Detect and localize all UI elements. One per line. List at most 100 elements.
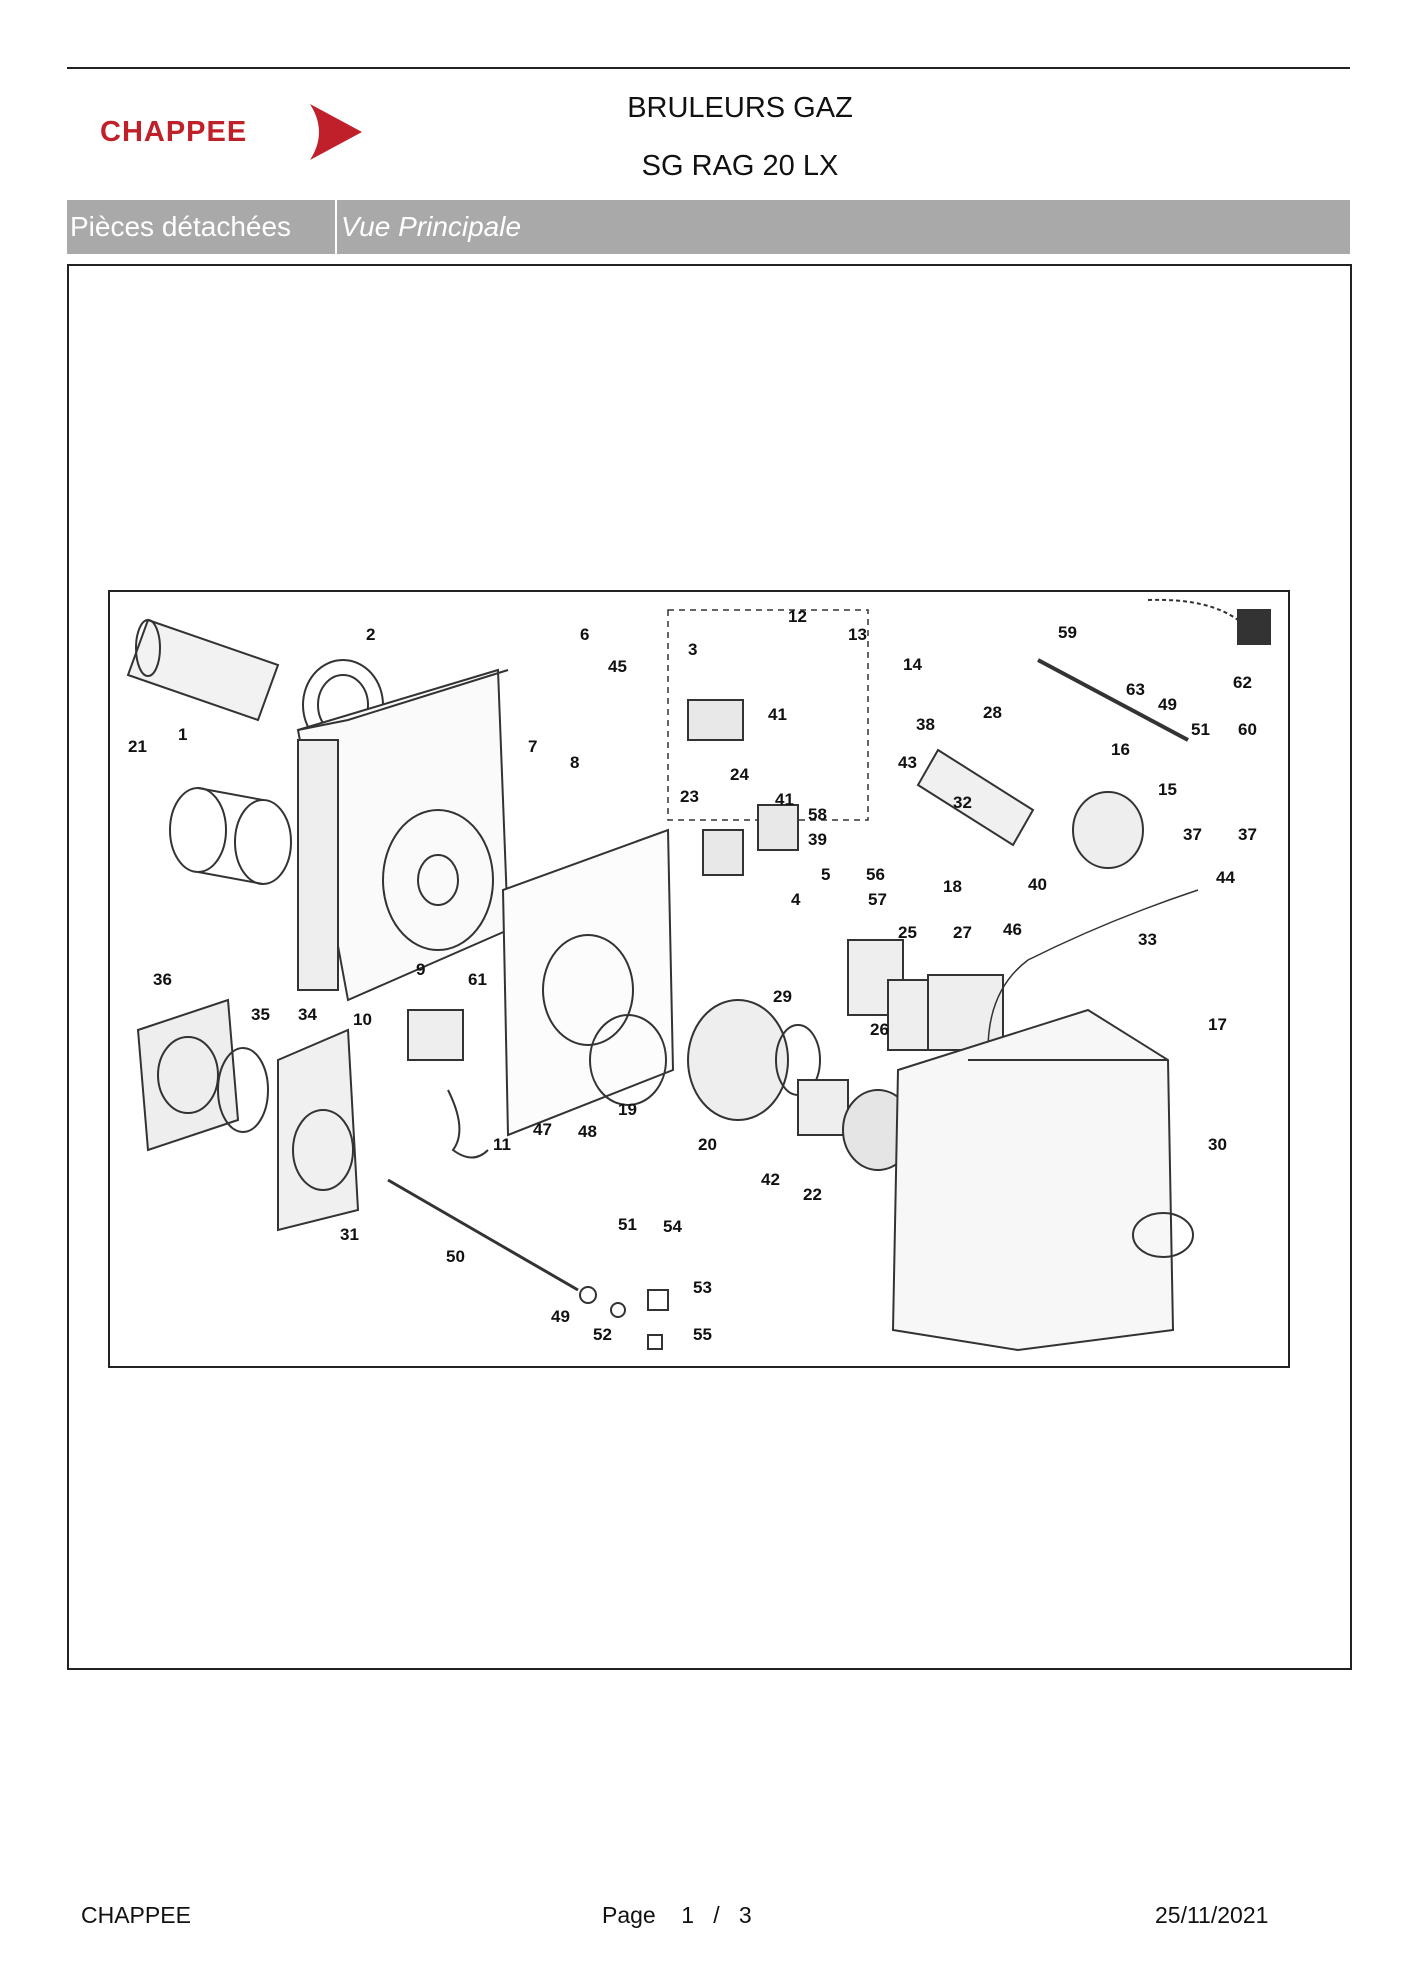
part-gas-head: [1072, 791, 1144, 869]
callout-60: 60: [1238, 720, 1257, 739]
callout-53: 53: [693, 1278, 712, 1297]
callout-41a: 41: [768, 705, 787, 724]
page-total: 3: [738, 1902, 752, 1928]
callout-56: 56: [866, 865, 885, 884]
callout-61: 61: [468, 970, 487, 989]
callout-55: 55: [693, 1325, 712, 1344]
part-connector-plug: [1237, 609, 1271, 645]
callout-4: 4: [791, 890, 801, 909]
callout-11: 11: [493, 1135, 511, 1154]
callout-48: 48: [578, 1122, 597, 1141]
part-electrical-group: [667, 609, 869, 821]
callout-52: 52: [593, 1325, 612, 1344]
callout-44: 44: [1216, 868, 1235, 887]
part-ionisation-cable: [987, 889, 1199, 1051]
callout-51b: 51: [618, 1215, 637, 1234]
callout-20: 20: [698, 1135, 717, 1154]
part-cable: [447, 1089, 489, 1159]
section-bar-divider: [335, 200, 337, 254]
callout-38: 38: [916, 715, 935, 734]
footer-date: 25/11/2021: [1155, 1902, 1269, 1928]
part-mounting-plate: [501, 828, 675, 1137]
callout-47: 47: [533, 1120, 552, 1139]
part-control-box: [687, 699, 744, 741]
callout-34: 34: [298, 1005, 317, 1024]
callout-35: 35: [251, 1005, 270, 1024]
callout-45: 45: [608, 657, 627, 676]
callout-5: 5: [821, 865, 830, 884]
callout-42: 42: [761, 1170, 780, 1189]
callout-31: 31: [340, 1225, 359, 1244]
callout-21: 21: [128, 737, 147, 756]
callout-12: 12: [788, 607, 807, 626]
section-label-right: Vue Principale: [341, 211, 522, 242]
document-subtitle: SG RAG 20 LX: [641, 150, 839, 182]
callout-29: 29: [773, 987, 792, 1006]
callout-54: 54: [663, 1217, 682, 1236]
footer-brand: CHAPPEE: [81, 1902, 191, 1928]
part-gas-fitting: [579, 1286, 669, 1350]
part-o-ring: [217, 1047, 269, 1133]
page-indicator: Page 1 / 3: [602, 1902, 752, 1929]
callout-19: 19: [618, 1100, 637, 1119]
part-gas-tube: [916, 748, 1035, 847]
callout-17: 17: [1208, 1015, 1227, 1034]
callout-10: 10: [353, 1010, 372, 1029]
part-fan-wheel: [382, 809, 494, 951]
callout-40: 40: [1028, 875, 1047, 894]
callout-22: 22: [803, 1185, 822, 1204]
brand-logo-text: CHAPPEE: [100, 116, 248, 148]
document-title: BRULEURS GAZ: [627, 92, 853, 124]
callout-59: 59: [1058, 623, 1077, 642]
callout-9: 9: [416, 960, 425, 979]
callout-18: 18: [943, 877, 962, 896]
diagram-frame: [67, 264, 1352, 1670]
callout-13: 13: [848, 625, 867, 644]
callout-6: 6: [580, 625, 589, 644]
top-rule: [67, 67, 1350, 69]
callout-25: 25: [898, 923, 917, 942]
page-label: Page: [602, 1902, 656, 1928]
exploded-parts-diagram: 1 2 3 4 5 6 7 8 9 10 11 12 13 14 15 16 1…: [108, 590, 1290, 1368]
callout-8: 8: [570, 753, 579, 772]
callout-32: 32: [953, 793, 972, 812]
part-gasket: [136, 998, 240, 1152]
page-separator: /: [713, 1902, 720, 1928]
callout-28: 28: [983, 703, 1002, 722]
callout-43: 43: [898, 753, 917, 772]
part-pressure-switch: [407, 1009, 464, 1061]
brand-logo: CHAPPEE: [100, 100, 370, 170]
callout-46: 46: [1003, 920, 1022, 939]
part-mounting-collar: [277, 1028, 360, 1232]
callout-36: 36: [153, 970, 172, 989]
callout-14: 14: [903, 655, 922, 674]
callout-51a: 51: [1191, 720, 1210, 739]
callout-37a: 37: [1183, 825, 1202, 844]
callout-3: 3: [688, 640, 697, 659]
part-sleeve: [169, 787, 292, 885]
callout-37b: 37: [1238, 825, 1257, 844]
part-burner-cover: [891, 1008, 1194, 1352]
callout-1: 1: [178, 725, 187, 744]
chevron-logo-icon: [310, 104, 362, 160]
page-current: 1: [681, 1902, 695, 1928]
callout-41b: 41: [775, 790, 794, 809]
section-label-left: Pièces détachées: [70, 211, 292, 242]
callout-2: 2: [366, 625, 375, 644]
callout-62: 62: [1233, 673, 1252, 692]
callout-30: 30: [1208, 1135, 1227, 1154]
callout-58: 58: [808, 805, 827, 824]
part-bracket: [797, 1079, 849, 1136]
callout-24: 24: [730, 765, 749, 784]
callout-50: 50: [446, 1247, 465, 1266]
callout-57: 57: [868, 890, 887, 909]
callout-49b: 49: [551, 1307, 570, 1326]
callout-39: 39: [808, 830, 827, 849]
callout-63: 63: [1126, 680, 1145, 699]
part-blast-tube: [126, 618, 280, 722]
section-bar: Pièces détachées Vue Principale: [67, 200, 1350, 254]
callout-26: 26: [870, 1020, 889, 1039]
callout-27: 27: [953, 923, 972, 942]
callout-15: 15: [1158, 780, 1177, 799]
callout-16: 16: [1111, 740, 1130, 759]
